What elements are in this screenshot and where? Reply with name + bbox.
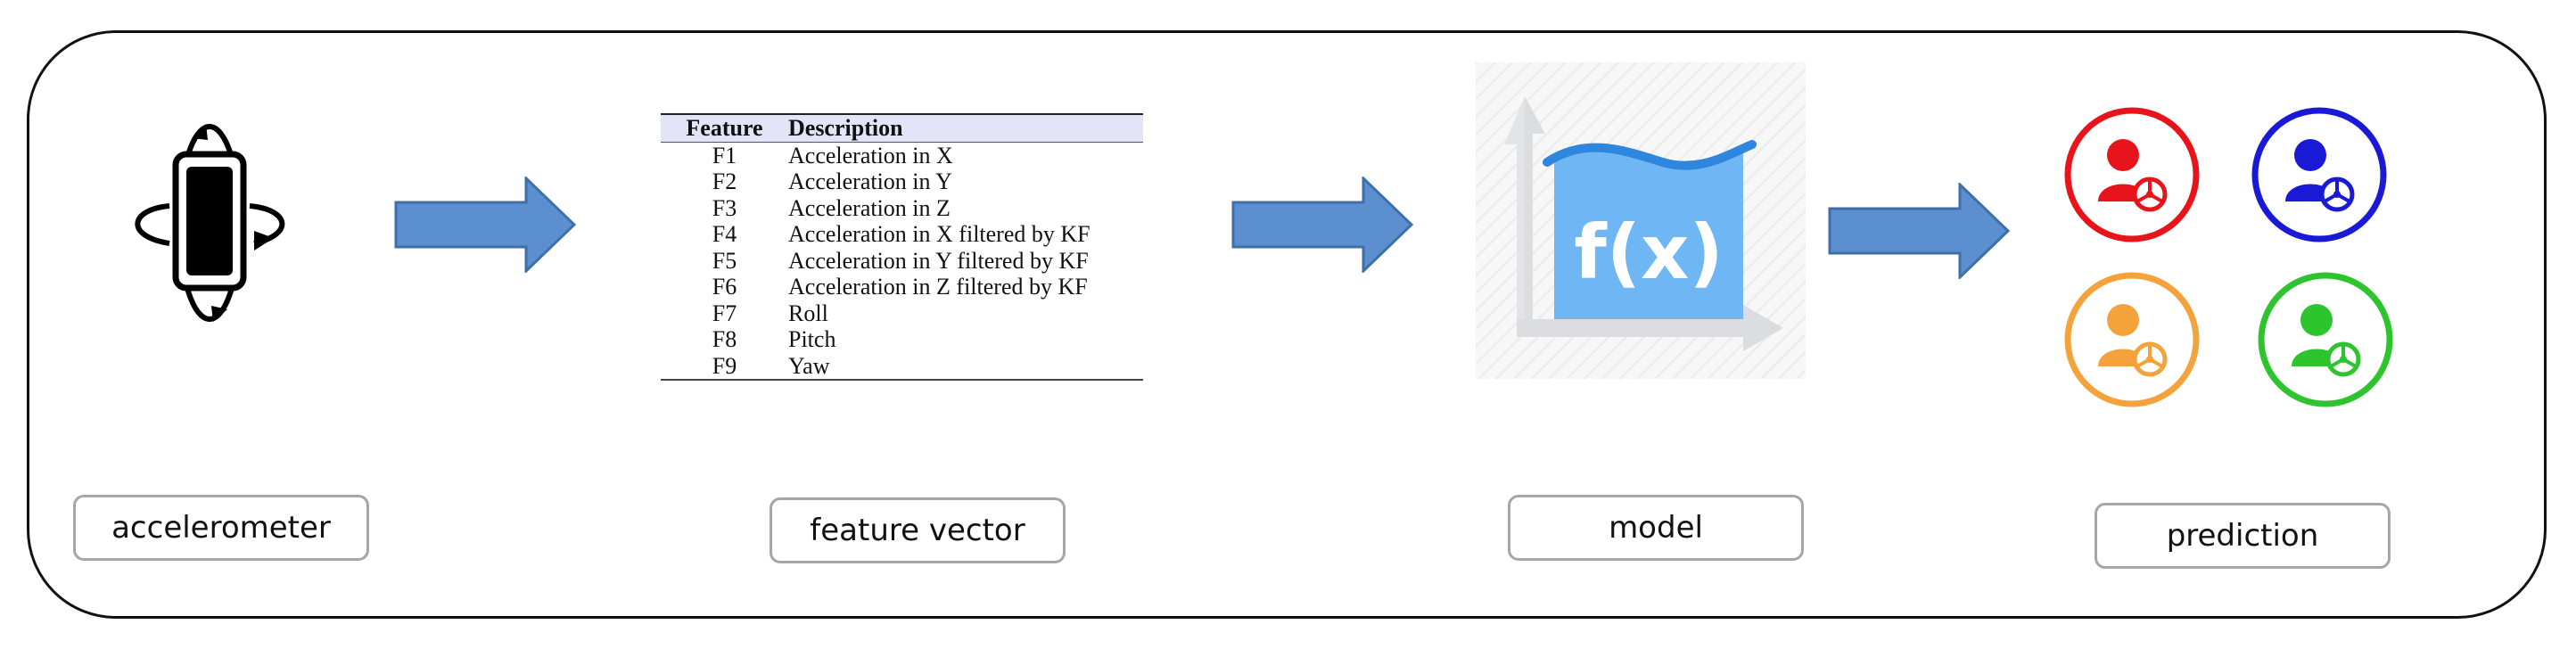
feature-description: Yaw — [788, 352, 1143, 381]
table-row: F1 Acceleration in X — [661, 142, 1143, 168]
feature-description: Acceleration in Z — [788, 194, 951, 221]
table-row: F2 Acceleration in Y — [661, 168, 1143, 195]
feature-description: Acceleration in Y — [788, 168, 952, 194]
feature-id: F3 — [712, 194, 737, 221]
table-row: F9 Yaw — [661, 352, 1143, 381]
table-row: F4 Acceleration in X filtered by KF — [661, 221, 1143, 248]
flow-arrow-2 — [1231, 177, 1414, 273]
feature-description: Roll — [788, 300, 828, 326]
feature-id: F9 — [661, 352, 788, 381]
phone-rotation-icon — [135, 124, 285, 322]
feature-id: F8 — [712, 326, 737, 352]
feature-description: Acceleration in X filtered by KF — [788, 221, 1090, 247]
formula-text: f(x) — [1574, 209, 1724, 296]
flow-arrow-1 — [394, 177, 577, 273]
feature-id: F5 — [712, 247, 737, 274]
feature-id: F6 — [712, 274, 737, 300]
table-row: F8 Pitch — [661, 326, 1143, 353]
header-feature: Feature — [661, 113, 788, 143]
driver-blue-icon — [2251, 107, 2387, 242]
feature-table-header: Feature Description — [661, 113, 1143, 143]
function-chart-icon: f(x) — [1476, 62, 1806, 379]
table-row: F7 Roll — [661, 300, 1143, 327]
header-description: Description — [788, 113, 1143, 143]
feature-description: Pitch — [788, 326, 836, 352]
driver-orange-icon — [2064, 272, 2200, 407]
flow-arrow-3 — [1828, 183, 2011, 279]
feature-description: Acceleration in Y filtered by KF — [788, 247, 1089, 274]
driver-green-icon — [2258, 272, 2393, 407]
feature-description: Acceleration in X — [788, 142, 953, 168]
feature-id: F2 — [712, 168, 737, 194]
stage-label-model: model — [1508, 495, 1804, 561]
table-row: F3 Acceleration in Z — [661, 195, 1143, 222]
driver-red-icon — [2064, 107, 2200, 242]
feature-id: F7 — [712, 300, 737, 326]
feature-id: F1 — [712, 142, 737, 168]
feature-id: F4 — [712, 221, 737, 247]
table-row: F6 Acceleration in Z filtered by KF — [661, 274, 1143, 300]
table-row: F5 Acceleration in Y filtered by KF — [661, 248, 1143, 275]
stage-label-prediction: prediction — [2095, 503, 2391, 569]
stage-label-accelerometer: accelerometer — [73, 495, 369, 561]
feature-description: Acceleration in Z filtered by KF — [788, 274, 1088, 300]
stage-label-feature-vector: feature vector — [770, 497, 1066, 563]
feature-table: Feature Description F1 Acceleration in X… — [661, 113, 1143, 381]
pipeline-frame — [27, 30, 2547, 619]
